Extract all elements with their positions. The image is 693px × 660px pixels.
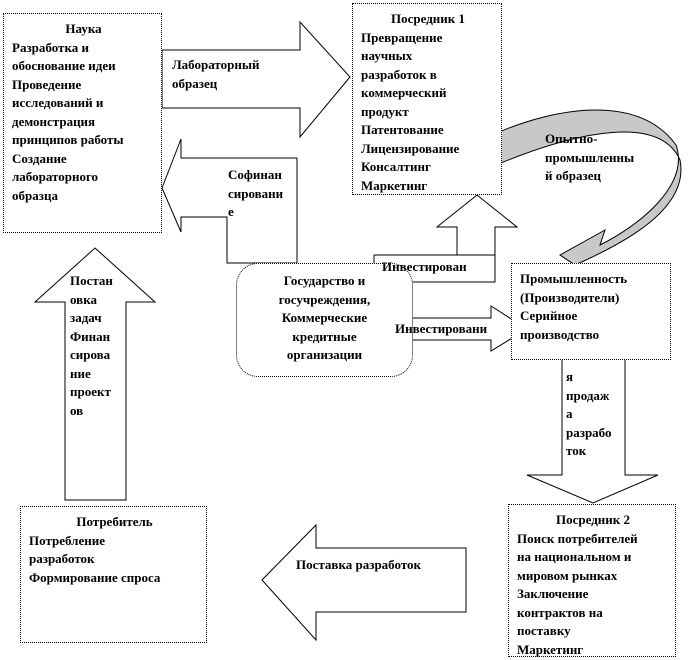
label-line: продаж <box>566 387 610 403</box>
nauka-line: принципов работы <box>12 132 124 147</box>
gosudarstvo-line: организации <box>286 347 363 362</box>
nauka-line: демонстрация <box>12 113 96 129</box>
label-line: разрабо <box>566 424 612 440</box>
sales-down-arrow <box>526 354 659 504</box>
posrednik2-line: Маркетинг <box>517 641 584 657</box>
label-line: а <box>566 406 573 421</box>
posrednik1-line: разработок в <box>361 66 437 82</box>
label-line: Финан <box>70 328 111 344</box>
nauka-line: обоснование идеи <box>12 58 116 73</box>
label-line: сирова <box>70 347 111 362</box>
nauka-line: образца <box>12 187 58 203</box>
label-line: задач <box>70 310 102 325</box>
label-line: промышленны <box>545 149 635 165</box>
potrebitel-title: Потребитель <box>76 514 153 529</box>
potrebitel-box: Потребитель Потребление разработок Форми… <box>20 506 207 643</box>
posrednik2-line: на национальном и <box>517 549 632 564</box>
label-line: образец <box>172 75 218 91</box>
posrednik1-box: Посредник 1 Превращение научных разработ… <box>352 3 502 195</box>
posrednik2-title: Посредник 2 <box>555 512 630 527</box>
promyshlennost-title: Промышленность <box>520 271 628 286</box>
tasks-label: Постан овка задач Финан сирова ние проек… <box>70 272 113 420</box>
tasks-up-arrow <box>33 247 157 501</box>
posrednik2-line: контрактов на <box>517 604 603 620</box>
posrednik1-line: Превращение <box>361 29 443 45</box>
promyshlennost-line: производство <box>520 326 600 342</box>
label-line: Лабораторный <box>172 57 260 72</box>
label-line: Софинан <box>228 167 282 182</box>
posrednik1-line: Консалтинг <box>361 159 431 174</box>
posrednik1-line: научных <box>361 48 413 63</box>
nauka-line: Проведение <box>12 76 82 92</box>
nauka-line: Создание <box>12 150 67 166</box>
lab-sample-label: Лабораторный образец <box>172 56 259 93</box>
posrednik1-title: Посредник 1 <box>390 11 465 26</box>
posrednik1-line: коммерческий <box>361 85 447 100</box>
nauka-line: лабораторного <box>12 169 99 184</box>
invest-right-label: Инвестировани <box>395 321 488 336</box>
nauka-box: Наука Разработка и обоснование идеи Пров… <box>3 13 162 233</box>
label-line: ток <box>566 443 587 458</box>
posrednik2-box: Посредник 2 Поиск потребителей на национ… <box>508 504 676 657</box>
promyshlennost-line: Серийное <box>520 308 578 323</box>
potrebitel-line: Потребление <box>29 532 105 548</box>
label-line: ов <box>70 402 84 418</box>
label-line: проект <box>70 384 111 399</box>
promyshlennost-box: Промышленность (Производители) Серийное … <box>511 263 671 360</box>
lab-sample-arrow <box>161 20 351 139</box>
label-line: овка <box>70 291 97 307</box>
posrednik1-line: Патентование <box>361 122 444 137</box>
posrednik1-line: продукт <box>361 103 409 119</box>
posrednik2-line: Поиск потребителей <box>517 530 638 546</box>
posrednik2-line: Заключение <box>517 586 589 601</box>
label-line: е <box>228 204 234 219</box>
sales-label: я продаж а разрабо ток <box>566 368 612 461</box>
supply-label: Поставка разработок <box>296 557 422 572</box>
gosudarstvo-line: кредитные <box>292 328 357 344</box>
potrebitel-line: разработок <box>29 551 95 566</box>
invest-up-arrow <box>435 194 519 257</box>
curved-pilot-arrow <box>491 109 682 266</box>
label-line: сировани <box>228 185 284 201</box>
gosudarstvo-line: Коммерческие <box>281 310 368 325</box>
invest-up-label: Инвестирован <box>382 259 467 274</box>
label-line: Опытно- <box>545 131 598 146</box>
pilot-sample-label: Опытно- промышленны й образец <box>545 130 634 186</box>
gosudarstvo-line: госучреждения, <box>278 291 371 307</box>
nauka-line: Разработка и <box>12 39 89 55</box>
posrednik1-line: Лицензирование <box>361 140 460 156</box>
label-line: ние <box>70 365 91 381</box>
label-line: Постан <box>70 273 113 288</box>
nauka-line: исследований и <box>12 95 104 110</box>
gosudarstvo-line: Государство и <box>283 273 366 288</box>
gosudarstvo-box: Государство и госучреждения, Коммерчески… <box>236 263 413 377</box>
promyshlennost-title: (Производители) <box>520 289 620 305</box>
posrednik2-line: мировом рынках <box>517 567 618 583</box>
nauka-title: Наука <box>65 21 102 36</box>
supply-arrow <box>261 523 467 642</box>
label-line: й образец <box>545 168 601 183</box>
posrednik1-line: Маркетинг <box>361 177 428 193</box>
cofinancing-label: Софинан сировани е <box>228 166 283 222</box>
label-line: я <box>566 369 574 384</box>
posrednik2-line: поставку <box>517 623 571 638</box>
potrebitel-line: Формирование спроса <box>29 569 161 585</box>
